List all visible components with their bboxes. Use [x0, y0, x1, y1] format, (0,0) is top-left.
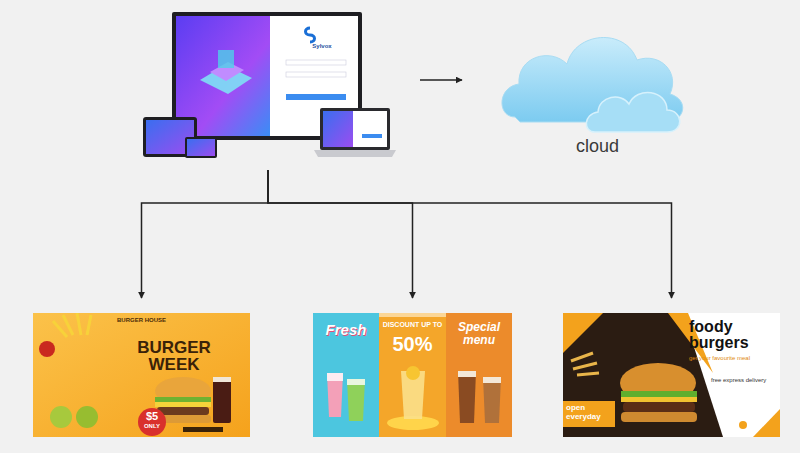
node-text: get your favourite meal: [689, 355, 777, 362]
node-text: cloud: [535, 136, 660, 157]
node-text: $5: [139, 410, 165, 423]
node-text: ONLY: [139, 423, 165, 430]
node-text: open everyday: [566, 404, 614, 422]
node-text: DISCOUNT UP TO: [381, 321, 444, 329]
node-text: free express delivery: [711, 377, 777, 384]
connector-arrow: [268, 170, 413, 298]
node-text: Fresh: [315, 321, 377, 338]
device-group: Sylvox: [140, 10, 396, 162]
cloud-shape: cloud: [495, 22, 700, 162]
signage-screen: Fresh DISCOUNT UP TO 50% Special menu: [313, 313, 512, 437]
illustration: [33, 313, 250, 437]
node-text: foody burgers: [689, 319, 777, 351]
illustration: [140, 10, 396, 162]
connector-arrow: [420, 79, 462, 81]
node-text: Sylvox: [292, 43, 352, 50]
signage-screen: BURGER HOUSE BURGER WEEK $5ONLY: [33, 313, 250, 437]
node-text: BURGER WEEK: [129, 339, 219, 373]
signage-screen: foody burgers get your favourite meal open…: [563, 313, 780, 437]
node-text: 50%: [381, 333, 444, 356]
node-text: BURGER HOUSE: [93, 317, 190, 324]
node-text: Special menu: [451, 321, 507, 346]
connector-arrow: [142, 170, 269, 298]
connector-arrow: [268, 170, 672, 298]
